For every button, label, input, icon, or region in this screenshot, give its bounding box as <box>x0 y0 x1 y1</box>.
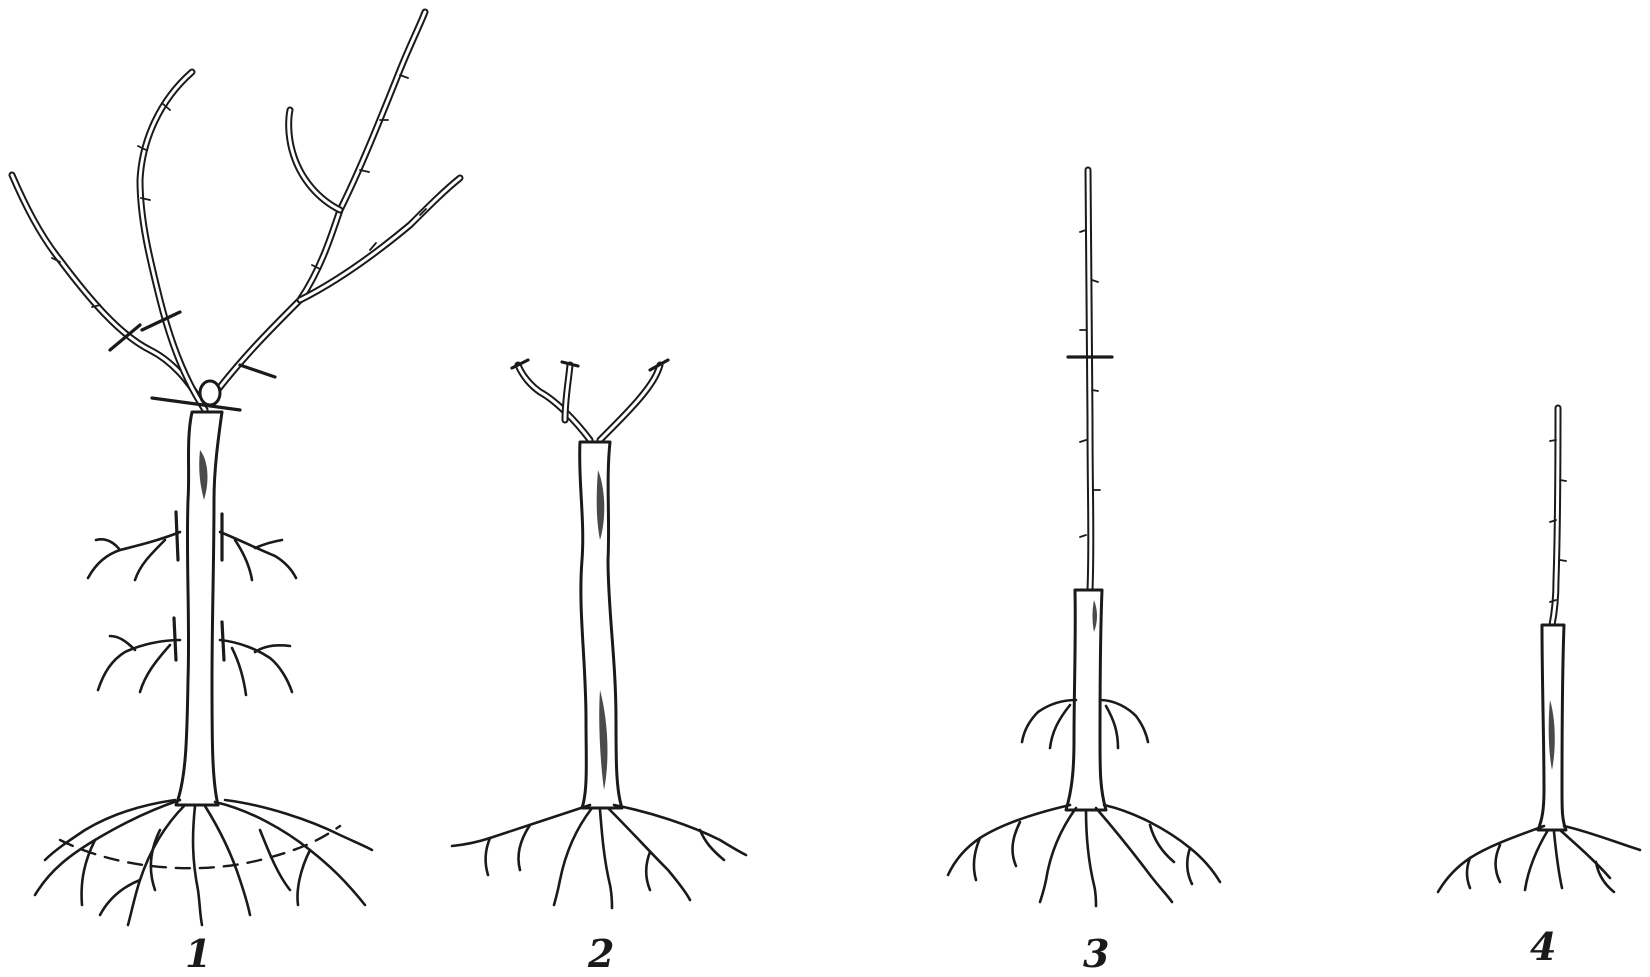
figure-1-root-cut-line <box>60 826 340 868</box>
figure-label-4: 4 <box>1530 928 1556 966</box>
figure-2-seedling <box>452 360 746 908</box>
figure-3-roots <box>948 805 1220 906</box>
figure-label-2: 2 <box>588 935 614 973</box>
figure-3-seedling <box>948 170 1220 906</box>
figure-label-1: 1 <box>185 935 211 973</box>
figure-4-seedling <box>1438 408 1640 892</box>
figure-1-seedling <box>12 12 460 925</box>
figure-1-trunk <box>176 412 222 805</box>
figure-1-roots <box>35 800 372 925</box>
figure-2-roots <box>452 805 746 908</box>
figure-4-roots <box>1438 826 1640 892</box>
figure-label-3: 3 <box>1083 935 1109 973</box>
figure-1-crown <box>12 12 460 410</box>
